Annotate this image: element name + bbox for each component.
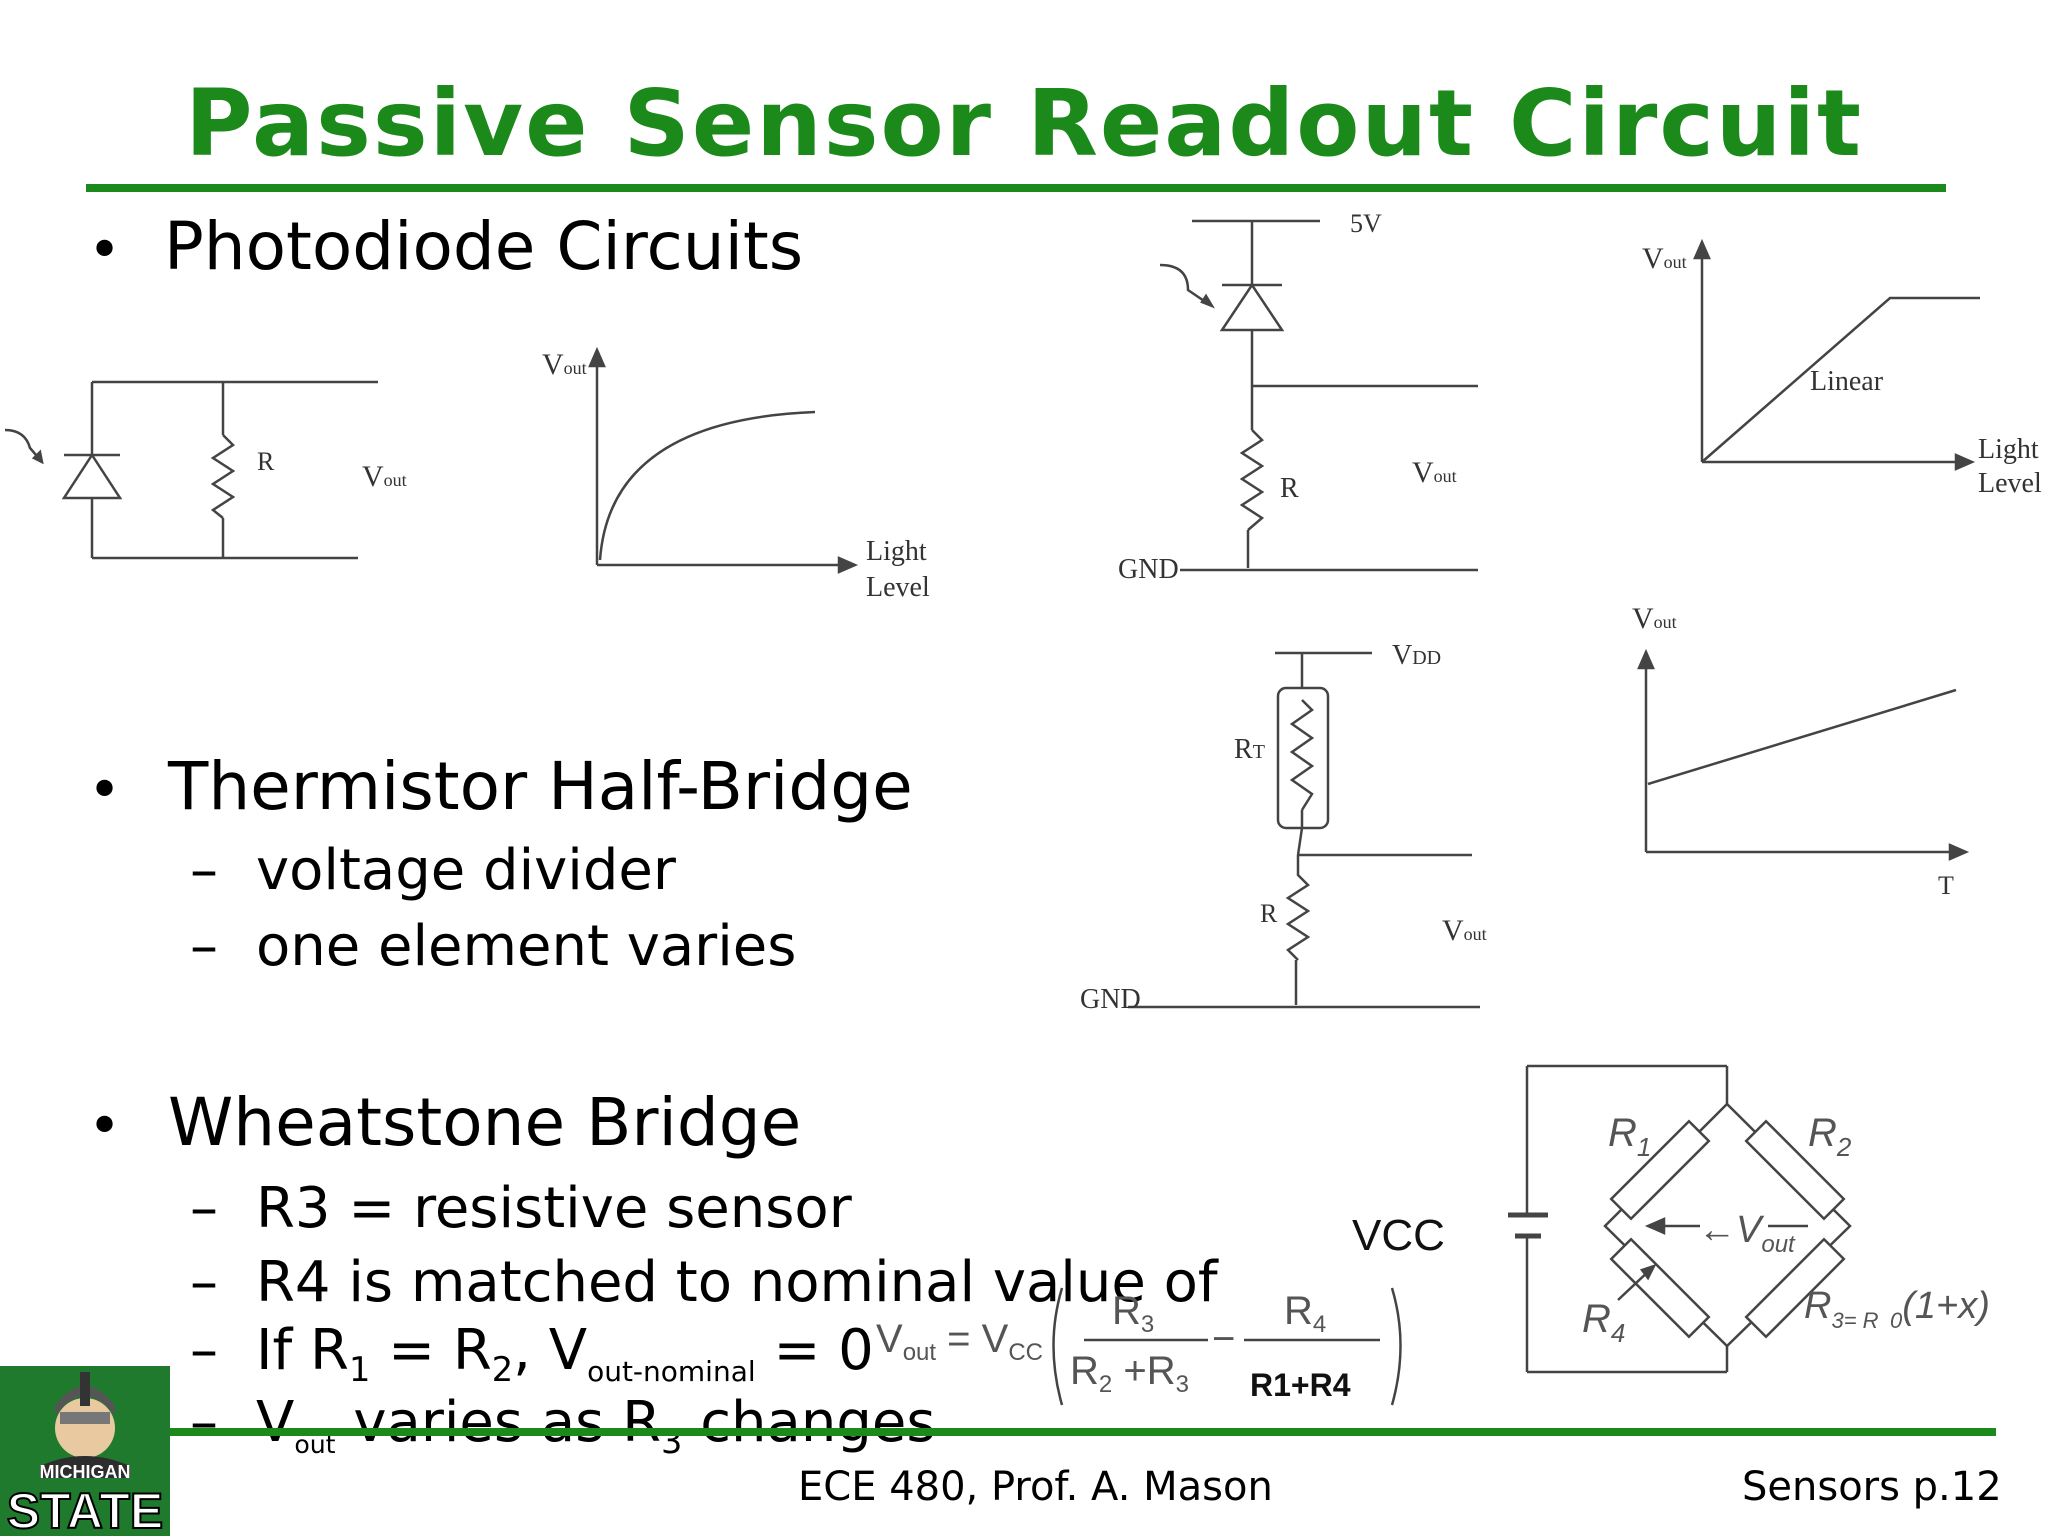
dash-marker: – (190, 1318, 218, 1383)
footer-rule (170, 1428, 1996, 1436)
svg-text:Vout: Vout (1442, 914, 1487, 947)
sub-r3-sensor: R3 = resistive sensor (256, 1176, 852, 1241)
svg-text:Light: Light (1978, 434, 2039, 465)
sub-if-r1-equals-r2: If R1 = R2, Vout-nominal = 0 (256, 1318, 874, 1390)
svg-text:VDD: VDD (1392, 640, 1441, 671)
svg-text:Level: Level (1978, 468, 2042, 499)
formula-lines (1052, 1287, 1402, 1406)
title-underline (86, 184, 1946, 192)
svg-text:GND: GND (1118, 554, 1179, 585)
svg-text:GND: GND (1080, 984, 1141, 1015)
bullet-marker: • (88, 1094, 122, 1159)
bullet-photodiode: Photodiode Circuits (164, 208, 804, 285)
sub-r4-matched: R4 is matched to nominal value of R3 (256, 1250, 1226, 1315)
michigan-state-logo: MICHIGAN STATE (0, 1366, 170, 1540)
graph-photodiode-log (588, 346, 859, 574)
svg-text:Vout: Vout (1632, 602, 1677, 635)
graph-thermistor (1637, 648, 1970, 861)
svg-text:R: R (1280, 473, 1299, 504)
sub-voltage-divider: voltage divider (256, 838, 676, 903)
svg-text:R1+R4: R1+R4 (1250, 1367, 1351, 1403)
bullet-marker: • (88, 758, 122, 823)
wheatstone-bridge (1508, 1064, 1852, 1374)
svg-text:Linear: Linear (1810, 366, 1884, 397)
svg-text:R4: R4 (1582, 1297, 1625, 1348)
photodiode-circuit-2 (1159, 219, 1478, 572)
slide-title: Passive Sensor Readout Circuit (185, 70, 1863, 177)
svg-text:R2 +R3: R2 +R3 (1070, 1349, 1189, 1398)
svg-text:R1: R1 (1608, 1111, 1651, 1162)
svg-text:Vout: Vout (1412, 456, 1457, 489)
dash-marker: – (190, 1390, 218, 1455)
svg-text:0(1+x): 0(1+x) (1890, 1285, 1990, 1333)
svg-text:VCC: VCC (1352, 1211, 1445, 1260)
photodiode-circuit-1 (4, 380, 378, 560)
svg-text:RT: RT (1234, 734, 1265, 765)
sub-one-element-varies: one element varies (256, 914, 797, 979)
svg-text:←Vout: ←Vout (1698, 1209, 1796, 1258)
svg-text:Light: Light (866, 536, 927, 567)
svg-text:STATE: STATE (7, 1483, 163, 1536)
bullet-marker: • (88, 218, 122, 283)
footer-course: ECE 480, Prof. A. Mason (798, 1464, 1273, 1510)
footer-page-number: Sensors p.12 (1742, 1464, 2002, 1510)
svg-text:−: − (1212, 1317, 1235, 1361)
sub-vout-varies: Vout varies as R3 changes (256, 1390, 936, 1462)
thermistor-circuit (1128, 651, 1480, 1009)
svg-text:5V: 5V (1350, 209, 1382, 238)
svg-text:R3= R: R3= R (1804, 1285, 1879, 1333)
svg-text:Vout: Vout (362, 460, 407, 493)
svg-text:Vout: Vout (1642, 242, 1687, 275)
bullet-wheatstone: Wheatstone Bridge (168, 1084, 802, 1161)
svg-text:MICHIGAN: MICHIGAN (40, 1462, 131, 1482)
bullet-thermistor: Thermistor Half-Bridge (168, 748, 913, 825)
svg-text:Level: Level (866, 572, 930, 603)
svg-text:R2: R2 (1808, 1111, 1852, 1162)
dash-marker: – (190, 1250, 218, 1315)
svg-text:Vout: Vout (542, 348, 587, 381)
svg-text:R: R (257, 447, 275, 476)
dash-marker: – (190, 838, 218, 903)
dash-marker: – (190, 1176, 218, 1241)
graph-photodiode-linear (1693, 238, 1980, 471)
svg-text:R4: R4 (1284, 1289, 1326, 1338)
svg-text:R: R (1260, 899, 1278, 928)
spartan-helmet-icon: MICHIGAN STATE (0, 1366, 170, 1540)
svg-text:Vout = VCC: Vout = VCC (876, 1317, 1043, 1366)
svg-text:T: T (1938, 871, 1954, 900)
dash-marker: – (190, 914, 218, 979)
svg-text:R3: R3 (1112, 1289, 1154, 1338)
